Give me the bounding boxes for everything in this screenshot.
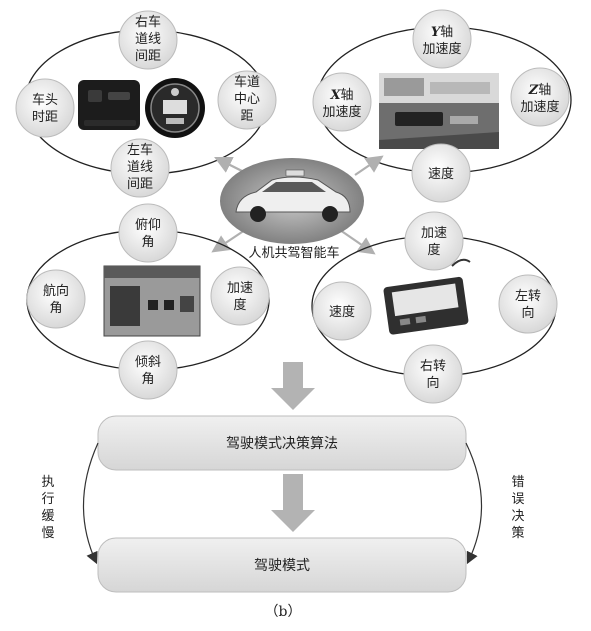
svg-text:加速: 加速 — [227, 281, 253, 296]
svg-text:车头: 车头 — [32, 92, 58, 108]
algorithm-box: 驾驶模式决策算法 — [97, 415, 467, 471]
down-arrow-1 — [271, 362, 315, 410]
svg-text:速度: 速度 — [428, 166, 454, 182]
svg-text:缓: 缓 — [41, 509, 54, 524]
svg-text:加速度: 加速度 — [322, 104, 361, 120]
svg-text:Y轴: Y轴 — [431, 25, 453, 40]
cluster-imu: 俯仰 角 航向 角 加速 度 倾斜 角 — [26, 203, 270, 400]
cluster-dash-sensor: Y轴 加速度 X轴 加速度 Z轴 加速度 速度 — [312, 9, 572, 203]
svg-text:角: 角 — [141, 235, 154, 250]
node-left-turn: 左转 向 — [498, 274, 558, 334]
lane-camera-image — [78, 78, 205, 138]
imu-device-image — [103, 265, 201, 337]
node-accel-br: 加速 度 — [404, 211, 464, 271]
svg-text:角: 角 — [141, 372, 154, 387]
can-device-image — [383, 258, 471, 335]
dashboard-image — [379, 73, 499, 149]
left-feedback-arrow: 执 行 缓 慢 — [41, 442, 99, 565]
node-y-accel: Y轴 加速度 — [412, 9, 472, 69]
center-car: 人机共驾智能车 — [211, 155, 384, 261]
svg-text:左转: 左转 — [515, 289, 541, 304]
svg-text:右车: 右车 — [135, 14, 161, 30]
node-left-lane-distance: 左车 道线 间距 — [110, 138, 170, 198]
svg-text:间距: 间距 — [135, 49, 161, 64]
mode-label: 驾驶模式 — [254, 558, 310, 574]
center-label: 人机共驾智能车 — [248, 245, 339, 261]
node-heading-angle: 航向 角 — [26, 269, 86, 329]
node-z-accel: Z轴 加速度 — [510, 67, 570, 127]
svg-text:速度: 速度 — [329, 304, 355, 320]
svg-text:向: 向 — [426, 375, 439, 391]
node-headway: 车头 时距 — [15, 78, 75, 138]
svg-text:X轴: X轴 — [329, 88, 353, 103]
node-pitch-angle: 俯仰 角 — [118, 203, 178, 263]
down-arrow-2 — [271, 474, 315, 532]
cluster-can: 加速 度 速度 左转 向 右转 向 — [311, 211, 558, 404]
cluster-lane-sensor: 右车 道线 间距 车道 中心 距 车头 时距 左车 道线 间距 — [15, 10, 277, 198]
node-speed-top: 速度 — [411, 143, 471, 203]
mode-box: 驾驶模式 — [97, 537, 467, 593]
svg-text:道线: 道线 — [135, 32, 161, 47]
node-roll-angle: 倾斜 角 — [118, 340, 178, 400]
svg-text:加速度: 加速度 — [520, 99, 559, 115]
svg-text:右转: 右转 — [420, 359, 446, 374]
node-right-turn: 右转 向 — [403, 344, 463, 404]
svg-text:误: 误 — [511, 492, 524, 507]
svg-text:车道: 车道 — [234, 74, 260, 90]
svg-text:道线: 道线 — [127, 160, 153, 175]
node-speed-br: 速度 — [312, 281, 372, 341]
svg-text:度: 度 — [233, 297, 246, 313]
svg-text:航向: 航向 — [43, 283, 69, 299]
svg-text:行: 行 — [41, 492, 54, 507]
car-image — [235, 169, 351, 222]
algorithm-label: 驾驶模式决策算法 — [226, 435, 338, 452]
svg-text:决: 决 — [511, 509, 524, 524]
svg-text:俯仰: 俯仰 — [135, 217, 161, 233]
node-accel-bl: 加速 度 — [210, 266, 270, 326]
svg-text:慢: 慢 — [41, 525, 54, 541]
node-lane-center-distance: 车道 中心 距 — [217, 70, 277, 130]
node-right-lane-distance: 右车 道线 间距 — [118, 10, 178, 70]
svg-text:错: 错 — [511, 475, 524, 490]
figure-caption: （b） — [265, 604, 302, 620]
svg-text:执: 执 — [41, 475, 54, 490]
right-feedback-arrow: 错 误 决 策 — [465, 442, 525, 565]
svg-text:中心: 中心 — [234, 92, 260, 107]
svg-text:向: 向 — [521, 305, 534, 321]
svg-text:策: 策 — [511, 525, 524, 541]
svg-text:倾斜: 倾斜 — [135, 355, 161, 370]
node-x-accel: X轴 加速度 — [312, 72, 372, 132]
svg-text:Z轴: Z轴 — [528, 83, 552, 98]
svg-text:左车: 左车 — [127, 142, 153, 158]
svg-text:时距: 时距 — [32, 110, 58, 125]
svg-text:角: 角 — [49, 301, 62, 316]
svg-text:距: 距 — [240, 109, 253, 124]
svg-text:间距: 间距 — [127, 177, 153, 192]
svg-text:加速: 加速 — [421, 226, 447, 241]
svg-text:加速度: 加速度 — [422, 41, 461, 57]
svg-text:度: 度 — [427, 242, 440, 258]
